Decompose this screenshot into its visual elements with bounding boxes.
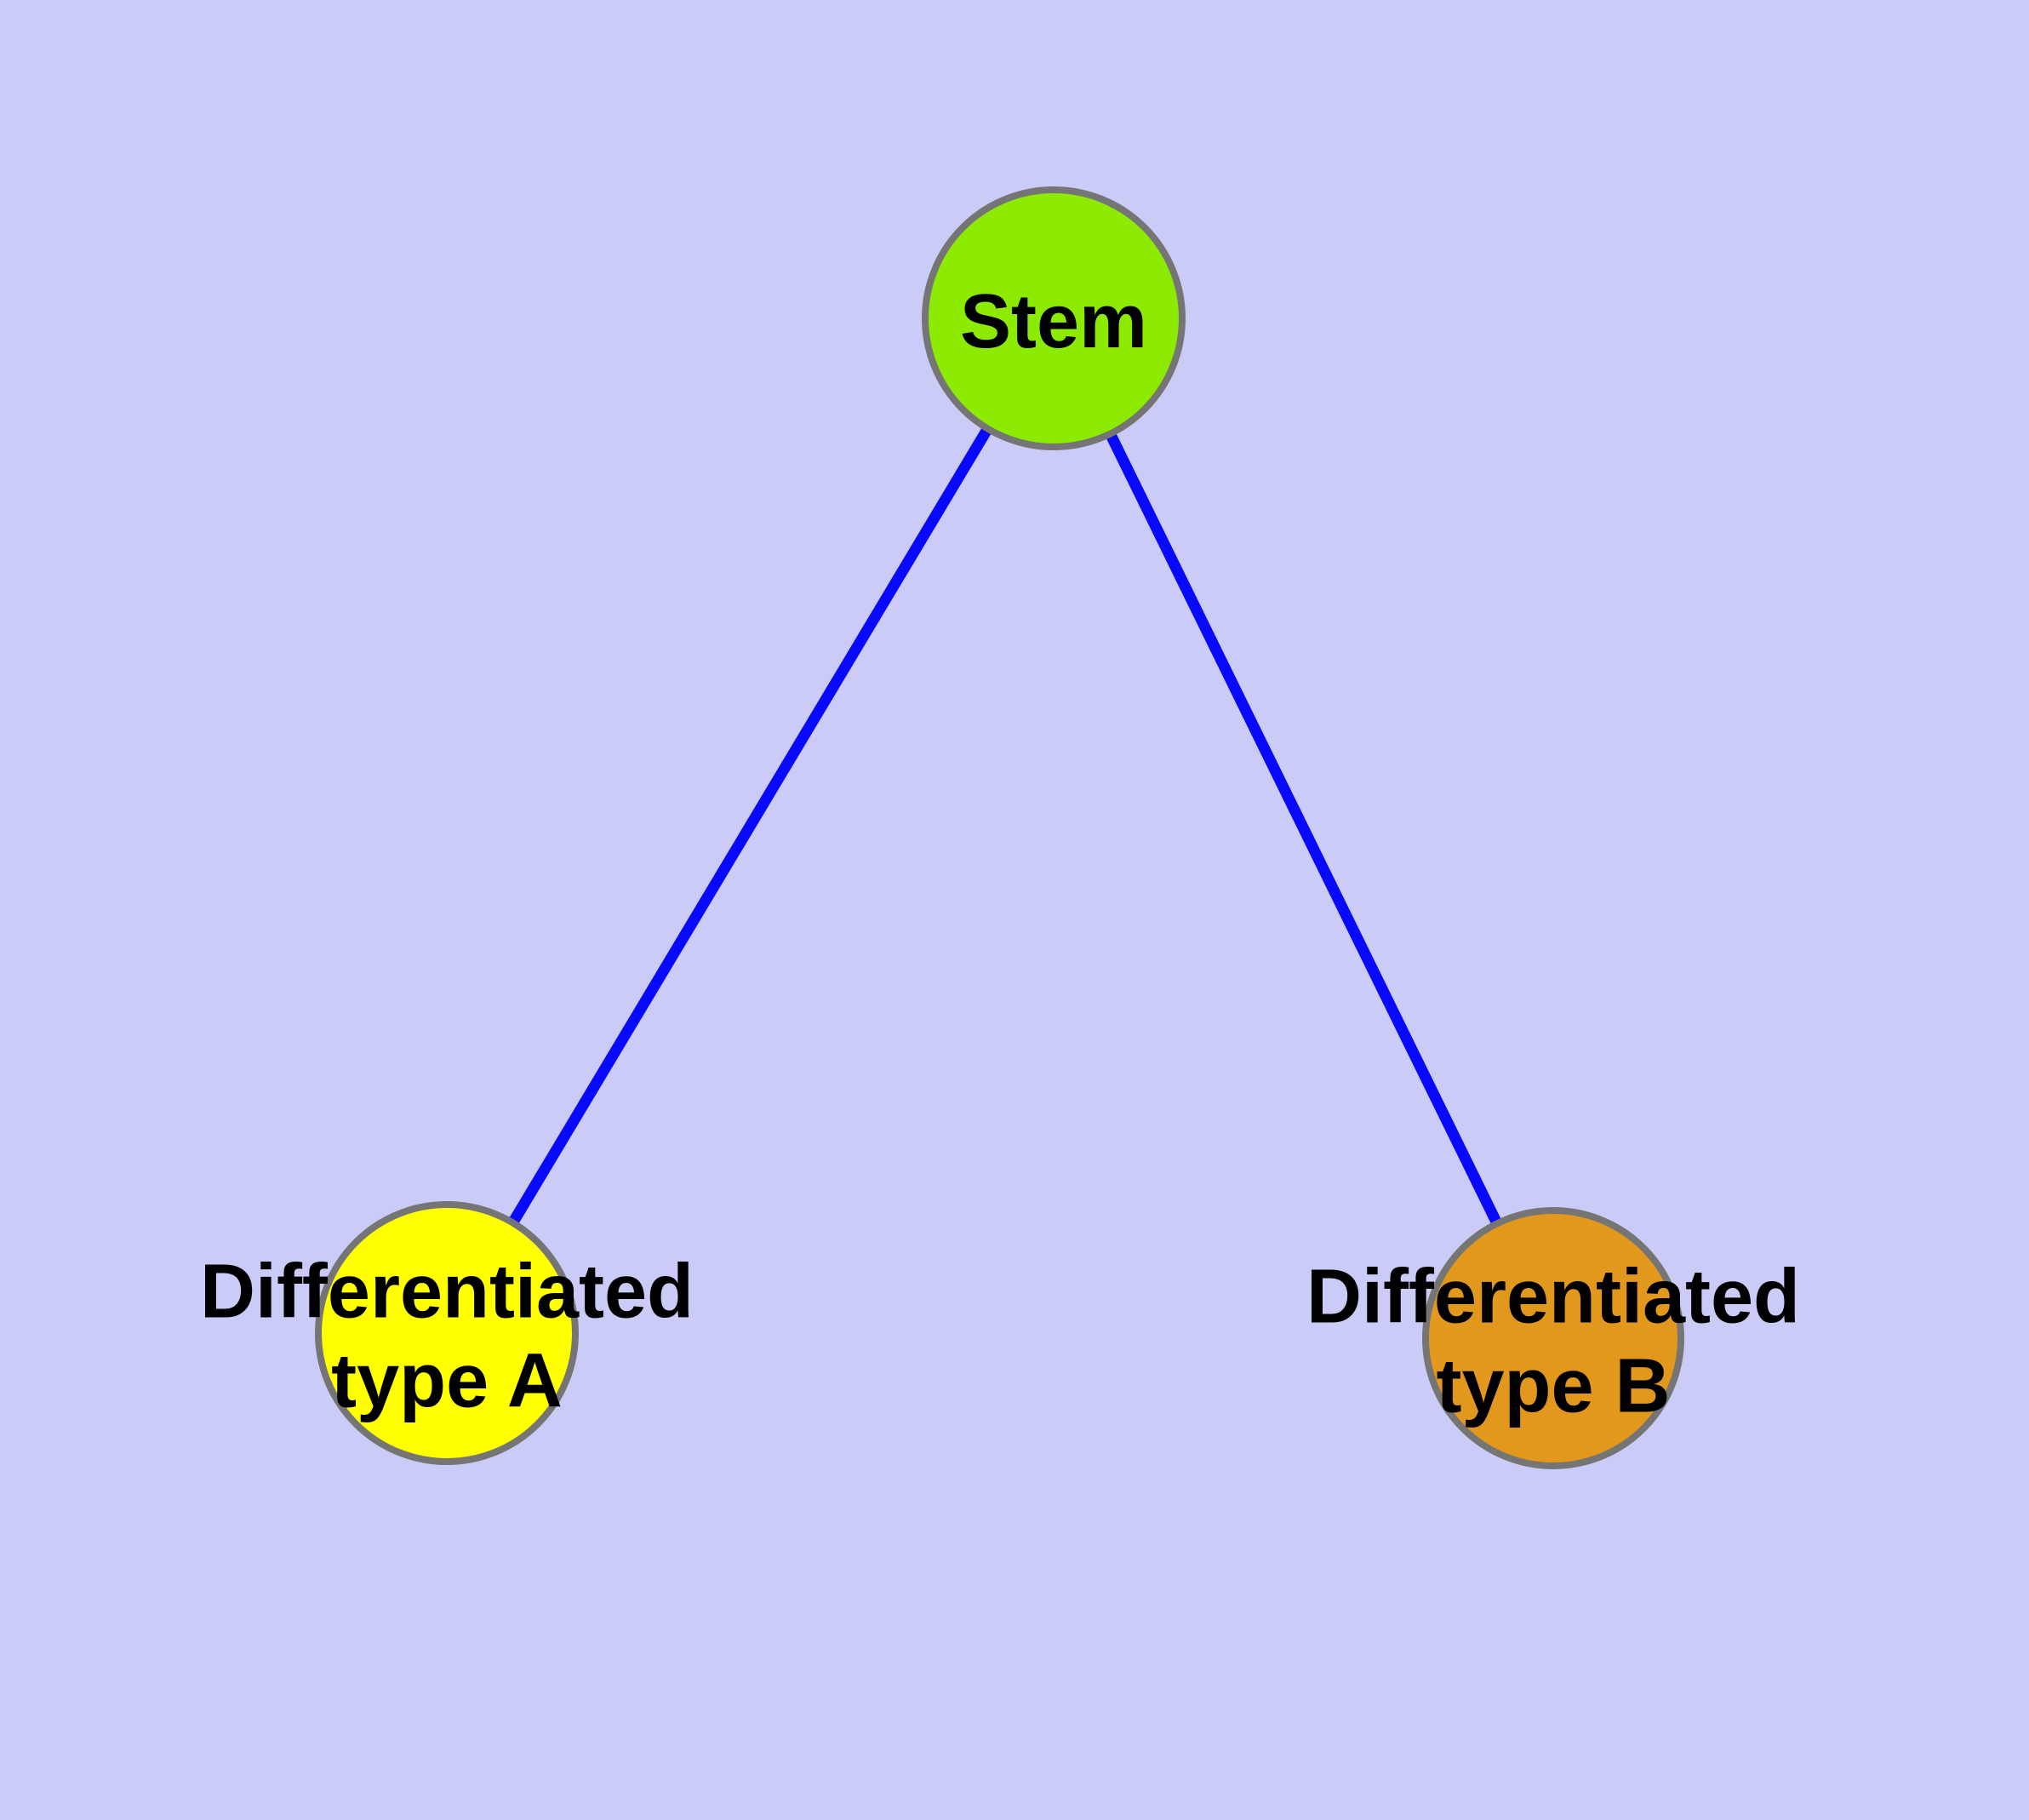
node-label-line: type A: [331, 1339, 563, 1424]
edge-stem-type-a: [442, 315, 1059, 1336]
node-label-line: type B: [1436, 1344, 1670, 1429]
node-label-line: Stem: [960, 279, 1147, 364]
node-label-stem: Stem: [960, 279, 1147, 364]
edge-stem-type-b: [1049, 316, 1558, 1341]
edges-layer: [442, 315, 1558, 1341]
node-label-line: Differentiated: [200, 1250, 694, 1335]
node-circle-type-b: [1422, 1207, 1684, 1469]
node-circle-stem: [922, 186, 1186, 450]
node-stem: Stem: [922, 186, 1186, 450]
node-label-line: Differentiated: [1306, 1255, 1800, 1340]
node-circle-type-a: [315, 1201, 579, 1465]
